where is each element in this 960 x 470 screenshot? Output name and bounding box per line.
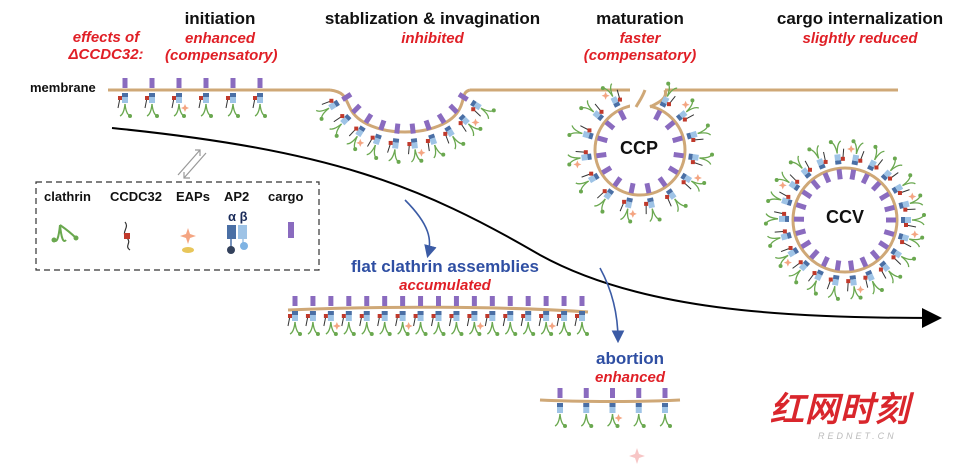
legend-box: [35, 181, 320, 271]
flat-assembly: [287, 296, 589, 336]
legend-label-clathrin: clathrin: [44, 189, 91, 204]
legend-icons: [51, 221, 294, 254]
ccp-structure: [567, 81, 715, 224]
stage-effect-maturation: faster (compensatory): [570, 30, 710, 64]
membrane-label: membrane: [30, 80, 96, 95]
effects-label-line2: ΔCCDC32:: [68, 45, 144, 63]
initiation-assembly: [117, 78, 267, 118]
stage-effect-invagination: inhibited: [401, 30, 464, 47]
branch-arrow-flat: [404, 199, 437, 259]
watermark-sub: REDNET.CN: [818, 431, 897, 441]
abortion-title: abortion: [596, 349, 664, 368]
abortion-assembly: [539, 388, 681, 464]
watermark-logo: 红网时刻: [770, 390, 910, 430]
ccp-label: CCP: [620, 138, 659, 158]
main-pathway-arrow: [111, 127, 942, 328]
branch-arrow-abortion: [599, 267, 625, 344]
effects-label-line1: effects of: [72, 29, 140, 46]
flat-assembly-effect: accumulated: [399, 277, 491, 294]
stage-effect-initiation-line2: (compensatory): [165, 46, 278, 64]
legend-label-ap2: AP2: [224, 189, 250, 204]
stage-effect-internalization: slightly reduced: [802, 30, 918, 47]
legend-label-cargo: cargo: [268, 189, 304, 204]
stage-title-invagination: stablization & invagination: [324, 9, 541, 28]
stage-title-internalization: cargo internalization: [776, 9, 944, 28]
legend-ap2-subunits: α β: [228, 209, 248, 224]
flat-assembly-title: flat clathrin assemblies: [350, 257, 540, 276]
reversible-arrow-icon: [177, 149, 207, 179]
stage-title-maturation: maturation: [596, 9, 684, 28]
abortion-effect: enhanced: [594, 369, 666, 386]
stage-effect-maturation-line2: (compensatory): [583, 46, 697, 64]
stage-title-initiation: initiation: [184, 9, 256, 28]
stage-effect-initiation: enhanced (compensatory): [165, 30, 278, 64]
stage-effect-maturation-line1: faster: [619, 30, 661, 47]
stage-effect-initiation-line1: enhanced: [184, 30, 256, 47]
legend-label-ccdc32: CCDC32: [110, 189, 163, 204]
ccv-structure: [763, 139, 926, 301]
effects-label: effects of ΔCCDC32:: [60, 29, 152, 63]
legend-label-eaps: EAPs: [176, 189, 210, 204]
invaginating-pit: [315, 88, 496, 164]
ccv-label: CCV: [826, 207, 865, 227]
